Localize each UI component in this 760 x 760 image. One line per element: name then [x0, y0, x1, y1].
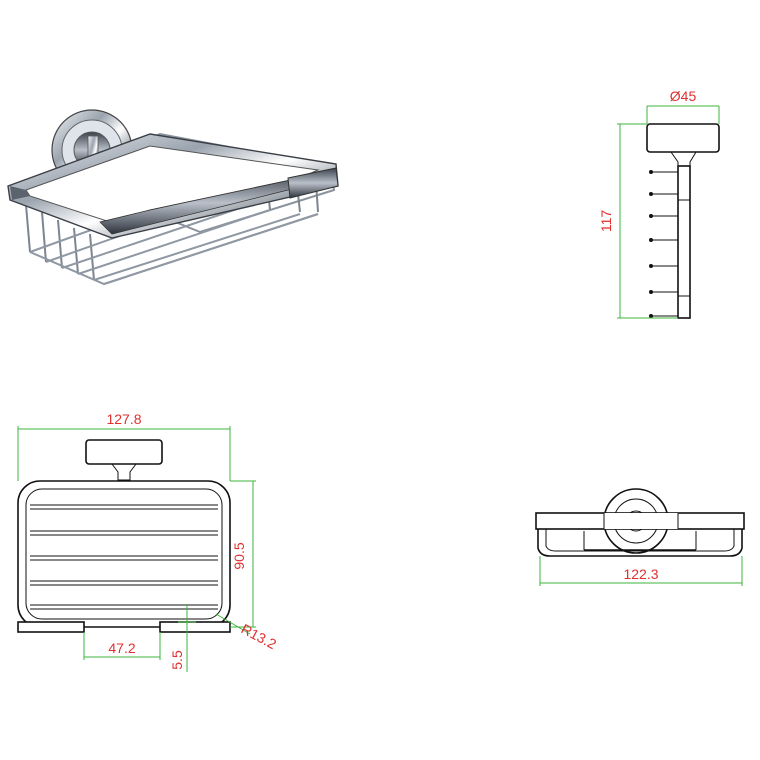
side-height-label: 117: [598, 210, 614, 233]
basket-height-dimension: 90.5: [230, 480, 256, 628]
bottom-width-dimension: 122.3: [539, 556, 743, 586]
top-width-dimension: 127.8: [17, 411, 231, 481]
front-view: 127.8 90.5 R13.2 47.2 5.5: [17, 411, 280, 672]
top-width-label: 127.8: [106, 411, 141, 427]
basket-height-label: 90.5: [231, 542, 247, 569]
corner-radius-dimension: R13.2: [215, 613, 280, 653]
foot-height-dimension: 5.5: [169, 604, 196, 672]
side-view: Ø45 117: [598, 88, 720, 319]
top-view: 122.3: [535, 488, 745, 586]
flange-diameter-dimension: Ø45: [646, 88, 720, 124]
bottom-gap-label: 47.2: [108, 640, 135, 656]
product-photo: [7, 109, 339, 286]
foot-height-label: 5.5: [169, 650, 185, 670]
bottom-width-label: 122.3: [623, 566, 658, 582]
bottom-gap-dimension: 47.2: [83, 632, 161, 660]
flange-diameter-label: Ø45: [670, 88, 697, 104]
corner-radius-label: R13.2: [239, 621, 280, 653]
side-height-dimension: 117: [598, 123, 678, 319]
